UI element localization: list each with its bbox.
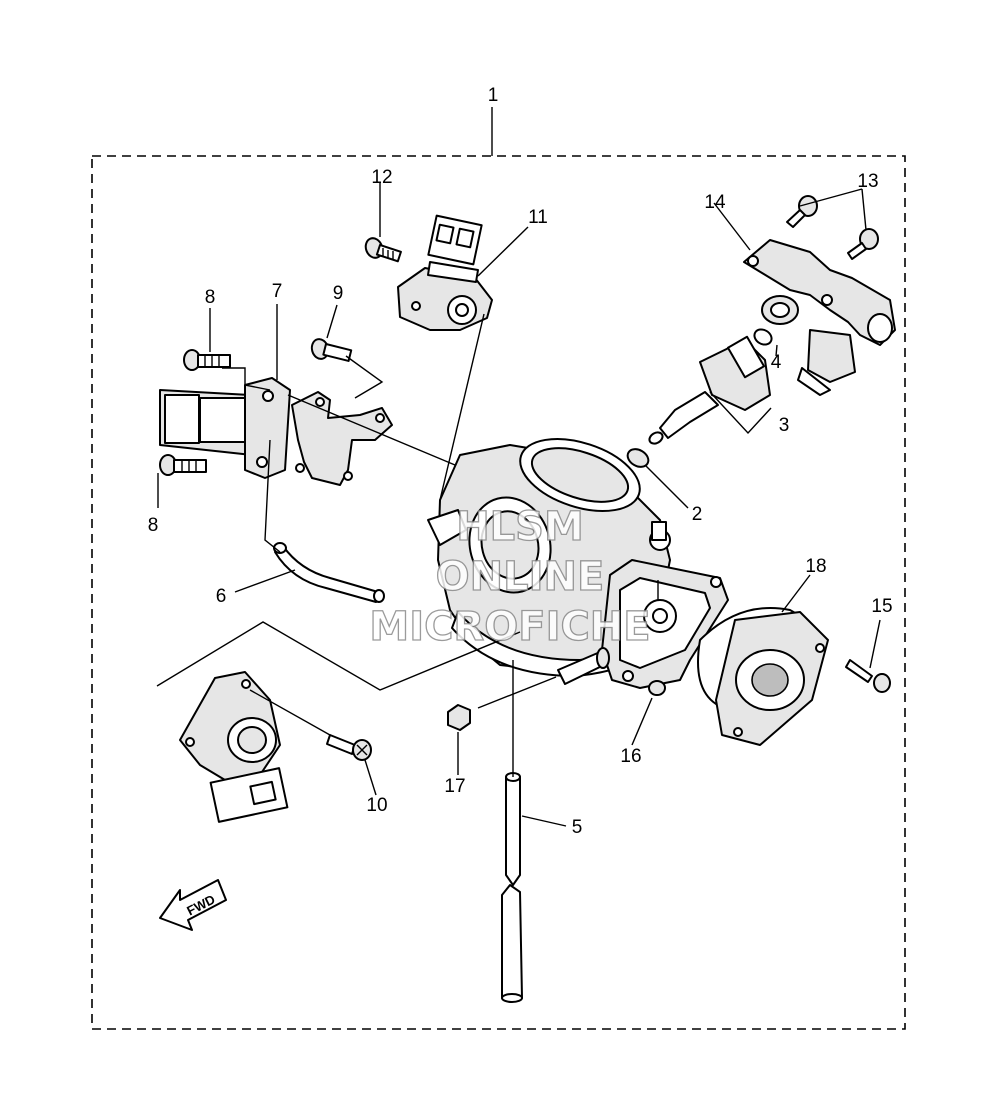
callout-13: 13 [857, 171, 878, 192]
callout-3: 3 [779, 415, 790, 436]
callout-15: 15 [871, 596, 892, 617]
callout-14: 14 [704, 192, 726, 213]
fwd-arrow-icon: FWD [159, 879, 227, 931]
callout-7: 7 [272, 281, 283, 302]
bracket-plate [291, 391, 393, 486]
fitting-16 [648, 680, 666, 696]
callout-11: 11 [528, 207, 548, 228]
callout-8-bottom: 8 [148, 515, 159, 536]
svg-text:ONLINE: ONLINE [436, 554, 605, 600]
callout-1: 1 [488, 85, 499, 106]
hose-5 [501, 772, 523, 1003]
screw-9 [310, 338, 353, 362]
nut-17 [447, 704, 471, 731]
sensor-11 [397, 214, 493, 331]
callout-10: 10 [366, 795, 387, 816]
injector-3 [648, 335, 771, 445]
seal-2 [626, 448, 650, 468]
callout-8-top: 8 [205, 287, 216, 308]
cover-plate [715, 611, 829, 746]
callout-5: 5 [572, 817, 583, 838]
callout-9: 9 [333, 283, 344, 304]
screw-15 [845, 659, 891, 693]
sensor-7 [159, 377, 291, 479]
assembly-boundary [91, 155, 906, 1030]
callout-4: 4 [771, 352, 782, 373]
callout-2: 2 [692, 504, 703, 525]
sensor-10 [179, 671, 289, 823]
o-ring-4 [753, 328, 773, 346]
watermark: HLSM ONLINE MICROFICHE [369, 503, 652, 650]
svg-text:HLSM: HLSM [456, 504, 584, 550]
screw-12 [364, 237, 402, 263]
callout-18: 18 [805, 556, 826, 577]
screw-8-bottom [159, 454, 207, 476]
svg-text:MICROFICHE: MICROFICHE [369, 604, 650, 650]
screw-13-b [847, 228, 879, 260]
callout-17: 17 [444, 776, 465, 797]
hose-6 [273, 542, 385, 603]
adjust-screw [557, 647, 610, 685]
leader-lines [156, 183, 881, 827]
screw-13-a [786, 195, 818, 228]
callout-12: 12 [371, 167, 392, 188]
callout-16: 16 [620, 746, 641, 767]
screw-8-top [183, 349, 231, 371]
fuel-rail-14 [743, 239, 896, 396]
callout-6: 6 [216, 586, 227, 607]
screw-10 [326, 734, 372, 761]
